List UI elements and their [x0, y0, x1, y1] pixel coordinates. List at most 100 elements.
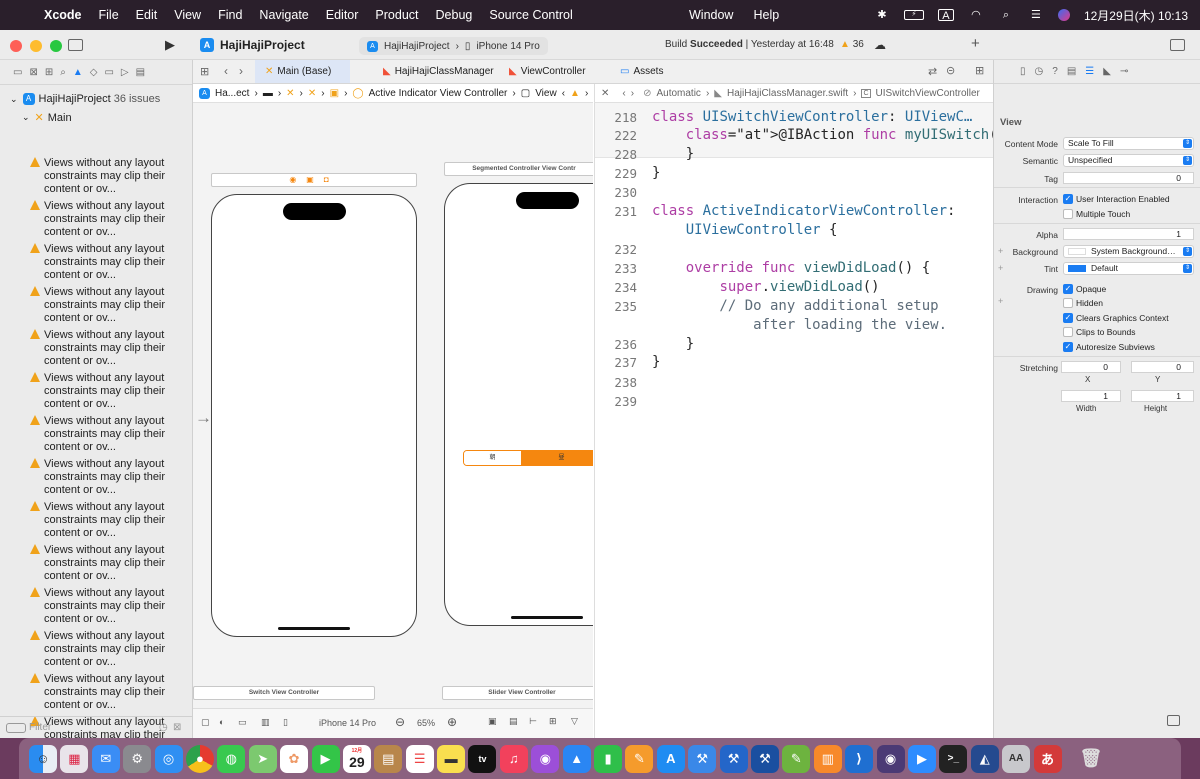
align-icon[interactable]: ⊢: [529, 716, 537, 726]
segment-noon[interactable]: 昼: [521, 451, 593, 465]
clock-datetime[interactable]: 12月29日(木) 10:13: [1083, 8, 1188, 23]
maps-icon[interactable]: ➤: [248, 744, 277, 773]
scene-dock-segmented[interactable]: Segmented Controller View Contr: [444, 162, 593, 176]
issue-icon[interactable]: ▲: [72, 66, 83, 78]
issue-row[interactable]: Views without any layout constraints may…: [30, 458, 184, 496]
jump-scene[interactable]: Active Indicator View Controller: [368, 87, 508, 99]
apple-tv-icon[interactable]: tv: [468, 744, 497, 773]
split-editor-icon[interactable]: ⊞: [975, 65, 985, 77]
history-inspector-icon[interactable]: ◷: [1034, 66, 1044, 77]
inspector-toggle-icon[interactable]: [1170, 39, 1185, 51]
zoom-in-icon[interactable]: ⊕: [447, 715, 458, 729]
library-icon[interactable]: [1167, 715, 1180, 726]
editor-options-icon[interactable]: ⊝: [946, 65, 956, 77]
menu-window[interactable]: Window: [689, 8, 734, 22]
chevron-down-icon[interactable]: ⌄: [10, 93, 18, 104]
cloud-icon[interactable]: ☁: [874, 38, 886, 52]
jump-symbol[interactable]: UISwitchViewController: [875, 87, 980, 99]
hidden-checkbox[interactable]: Hidden: [1063, 298, 1103, 308]
layout-icon[interactable]: ▥: [261, 717, 270, 727]
stack-icon[interactable]: ▤: [509, 716, 518, 726]
issue-row[interactable]: Views without any layout constraints may…: [30, 200, 184, 238]
report-icon[interactable]: ▤: [135, 66, 146, 78]
spotlight-search-icon[interactable]: ⌕: [1002, 9, 1010, 21]
attributes-inspector-icon[interactable]: ☰: [1085, 66, 1095, 77]
add-variation-icon[interactable]: +: [998, 246, 1004, 256]
forward-icon[interactable]: ›: [239, 64, 243, 78]
tab-assets[interactable]: ▭Assets: [620, 66, 664, 77]
mail-icon[interactable]: ✉: [91, 744, 120, 773]
filter-field-icon[interactable]: [6, 722, 26, 733]
clips-to-bounds-checkbox[interactable]: Clips to Bounds: [1063, 327, 1136, 337]
zoom-out-icon[interactable]: ⊖: [395, 715, 406, 729]
notes-app-icon[interactable]: ▤: [374, 744, 403, 773]
menu-app[interactable]: Xcode: [44, 8, 82, 22]
issue-row[interactable]: Views without any layout constraints may…: [30, 501, 184, 539]
related-icon[interactable]: ⊘: [643, 87, 652, 99]
warning-count[interactable]: ▲ 36: [840, 39, 864, 50]
issue-row[interactable]: Views without any layout constraints may…: [30, 372, 184, 410]
storyboard-icon[interactable]: ✕: [307, 87, 317, 99]
menu-file[interactable]: File: [98, 8, 119, 22]
notes-icon[interactable]: ▬: [437, 744, 466, 773]
swap-icon[interactable]: ⇄: [928, 66, 938, 78]
project-row[interactable]: ⌄ A HajiHajiProject 36 issues: [10, 93, 161, 105]
issue-row[interactable]: Views without any layout constraints may…: [30, 157, 184, 195]
add-constraints-icon[interactable]: ⊞: [549, 716, 557, 726]
script-editor-icon[interactable]: ✎: [782, 744, 811, 773]
minimize-window-button[interactable]: [30, 40, 42, 52]
add-variation-icon[interactable]: +: [998, 263, 1004, 273]
segmented-control[interactable]: 朝 昼: [463, 450, 593, 466]
font-book-icon[interactable]: AA: [1002, 744, 1031, 773]
iphone-frame-active-indicator[interactable]: [211, 194, 417, 637]
add-icon[interactable]: +: [971, 35, 980, 52]
siri-icon[interactable]: [1057, 9, 1070, 21]
system-settings-icon[interactable]: ⚙: [123, 744, 152, 773]
document-outline-icon[interactable]: ▢: [201, 717, 210, 727]
issue-row[interactable]: Views without any layout constraints may…: [30, 544, 184, 582]
trash-icon[interactable]: 🗑: [1079, 748, 1103, 768]
appearance-icon[interactable]: ◐: [219, 717, 225, 727]
menu-navigate[interactable]: Navigate: [259, 8, 309, 22]
alpha-field[interactable]: 1: [1063, 228, 1194, 240]
calendar-icon[interactable]: 12月 29: [342, 744, 371, 773]
chevron-right-icon[interactable]: ›: [584, 87, 589, 99]
user-interaction-checkbox[interactable]: ✓User Interaction Enabled: [1063, 194, 1170, 204]
autoresize-checkbox[interactable]: ✓Autoresize Subviews: [1063, 342, 1155, 352]
debug-icon[interactable]: ▭: [104, 66, 114, 78]
control-center-icon[interactable]: ☰: [1031, 9, 1041, 21]
battery-icon[interactable]: ⚡: [903, 10, 924, 20]
numbers-icon[interactable]: ▮: [594, 744, 623, 773]
finder-icon[interactable]: ☺: [29, 744, 57, 773]
folder-icon[interactable]: ▬: [262, 87, 273, 99]
close-window-button[interactable]: [10, 40, 22, 52]
scene-dock-switch[interactable]: Switch View Controller: [193, 686, 375, 700]
photos-icon[interactable]: ✿: [280, 744, 309, 773]
forward-icon[interactable]: ›: [630, 87, 635, 99]
pages-icon[interactable]: ✎: [625, 744, 654, 773]
group-row[interactable]: ⌄ ✕ Main: [22, 111, 72, 125]
storyboard-icon[interactable]: ✕: [286, 87, 295, 99]
menu-find[interactable]: Find: [218, 8, 243, 22]
issue-row[interactable]: Views without any layout constraints may…: [30, 415, 184, 453]
jump-file[interactable]: HajiHajiClassManager.swift: [726, 87, 849, 99]
multiple-touch-checkbox[interactable]: Multiple Touch: [1063, 209, 1130, 219]
orientation-icon[interactable]: ▭: [238, 717, 247, 727]
wifi-icon[interactable]: ◠: [971, 9, 981, 21]
run-button[interactable]: ▶: [165, 37, 175, 52]
filter-input[interactable]: Filter: [29, 722, 52, 733]
stretch-x-field[interactable]: 0: [1061, 361, 1121, 373]
input-mode-indicator[interactable]: A: [937, 9, 954, 22]
tab-main-base[interactable]: ✕Main (Base): [255, 60, 350, 83]
issue-row[interactable]: Views without any layout constraints may…: [30, 630, 184, 668]
menu-help[interactable]: Help: [753, 8, 780, 22]
menu-view[interactable]: View: [174, 8, 202, 22]
interface-builder-canvas[interactable]: → ◉▣◘ Segmented Controller View Contr 朝 …: [193, 103, 593, 708]
help-inspector-icon[interactable]: ?: [1052, 66, 1058, 77]
find-icon[interactable]: ⌕: [60, 66, 66, 78]
reminders-icon[interactable]: ☰: [405, 744, 434, 773]
stretch-width-field[interactable]: 1: [1061, 390, 1121, 402]
menu-debug[interactable]: Debug: [435, 8, 473, 22]
facetime-icon[interactable]: ▶: [311, 744, 340, 773]
